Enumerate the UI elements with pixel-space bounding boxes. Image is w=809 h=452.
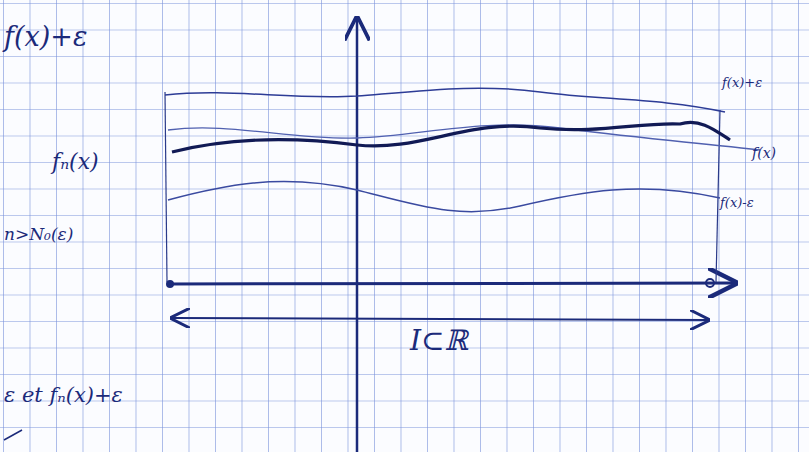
lower-curve xyxy=(168,181,720,211)
fn-curve xyxy=(168,125,760,150)
y-axis xyxy=(356,18,359,452)
handwritten-label: I⊂ℝ xyxy=(410,326,468,357)
pen-mark xyxy=(4,430,22,440)
handwritten-label: f(x)+ε xyxy=(4,22,87,52)
handwritten-label: fₙ(x) xyxy=(52,150,99,174)
upper-curve xyxy=(165,88,725,112)
handwritten-label: n>N₀(ε) xyxy=(4,225,73,244)
handwritten-label: f(x)+ε xyxy=(722,76,762,90)
interval-end xyxy=(706,279,714,287)
x-axis xyxy=(168,283,735,284)
limit-curve xyxy=(172,122,730,152)
handwritten-label: ε et fₙ(x)+ε xyxy=(4,384,123,407)
handwritten-label: f(x)-ε xyxy=(720,196,754,210)
handwritten-label: f(x) xyxy=(752,146,776,161)
bound-line xyxy=(716,110,720,282)
interval-arrow xyxy=(172,318,708,320)
bound-line xyxy=(165,92,167,282)
